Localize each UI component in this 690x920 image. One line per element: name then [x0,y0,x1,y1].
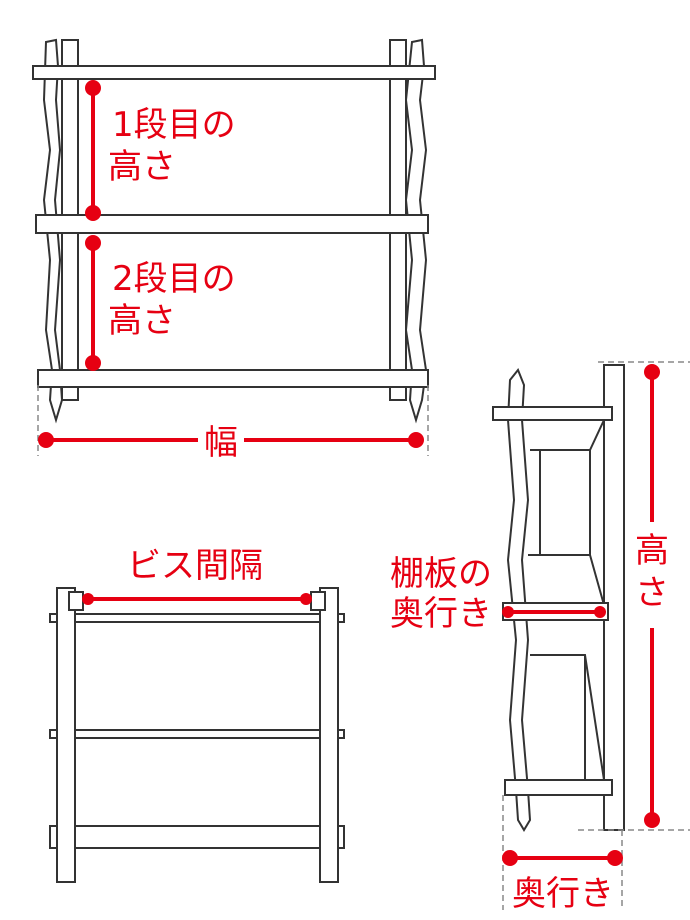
back-middle-rail [49,729,345,739]
middle-board [35,214,429,234]
right-bracket [310,591,326,611]
tier2-height-label-2: 高さ [108,301,176,341]
back-right-post [319,587,339,883]
height-label-2: さ [635,573,669,613]
width-label: 幅 [204,423,238,463]
back-view: ビス間隔 [49,546,345,883]
left-bracket [68,591,84,611]
height-label-1: 高 [635,531,669,571]
back-top-rail [49,613,345,623]
back-left-post [56,587,76,883]
front-view: 1段目の 高さ 2段目の 高さ 幅 [32,38,436,463]
shelf-depth-label-2: 奥行き [390,594,492,634]
screw-spacing-label: ビス間隔 [127,546,263,586]
shelf-depth-label-1: 棚板の [390,554,492,594]
top-board [32,65,436,80]
side-bottom-shelf [504,779,613,796]
depth-label: 奥行き [512,874,614,914]
bottom-board [37,369,429,388]
side-top-shelf [492,406,613,421]
side-front-post [506,368,532,832]
upper-shelf-side [528,419,606,451]
tier1-height-label-1: 1段目の [112,105,236,145]
tier2-height-label-1: 2段目の [112,259,236,299]
side-back-board [603,364,625,831]
back-bottom-rail [49,825,345,849]
tier1-height-label-2: 高さ [108,147,176,187]
side-view: 棚板の 奥行き 高 さ 奥行き [390,361,690,914]
